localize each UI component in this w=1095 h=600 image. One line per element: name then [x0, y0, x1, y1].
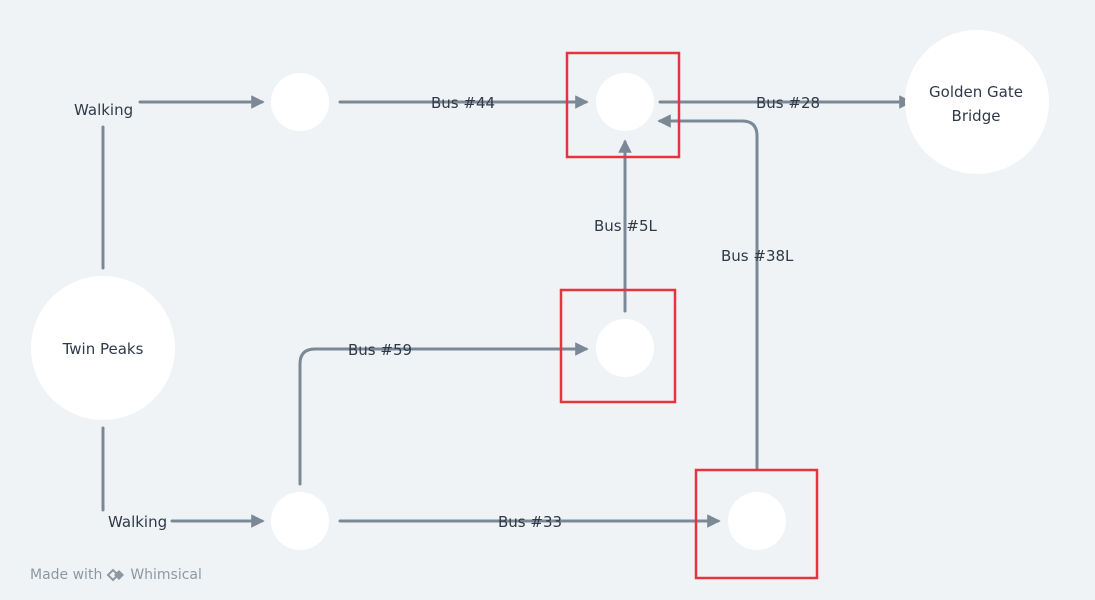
- whimsical-logo-icon: [106, 568, 125, 582]
- label-bus33: Bus #33: [498, 513, 562, 531]
- label-bus44: Bus #44: [431, 94, 495, 112]
- node-golden-gate-label-line1: Golden Gate: [929, 83, 1023, 101]
- node-stop-middle[interactable]: [596, 319, 654, 377]
- node-twin-peaks-label: Twin Peaks: [62, 340, 144, 358]
- node-golden-gate-bridge[interactable]: [905, 30, 1049, 174]
- highlight-box-bottom-right: [694, 468, 819, 580]
- edge-bus38l: [657, 114, 759, 470]
- watermark-brand: Whimsical: [130, 567, 202, 583]
- node-stop-top-left[interactable]: [271, 73, 329, 131]
- label-walking-top: Walking: [74, 101, 133, 119]
- node-stop-bottom-left[interactable]: [271, 492, 329, 550]
- node-twin-peaks[interactable]: [31, 276, 175, 420]
- node-stop-top-center[interactable]: [596, 73, 654, 131]
- node-golden-gate-label-line2: Bridge: [952, 107, 1001, 125]
- label-bus5l: Bus #5L: [594, 217, 657, 235]
- highlight-box-middle: [559, 288, 677, 404]
- label-bus28: Bus #28: [756, 94, 820, 112]
- label-walking-bottom: Walking: [108, 513, 167, 531]
- highlight-box-top-center: [565, 51, 681, 159]
- edge-bus59: [298, 342, 589, 486]
- label-bus59: Bus #59: [348, 341, 412, 359]
- label-bus38l: Bus #38L: [721, 247, 794, 265]
- node-stop-bottom-right[interactable]: [728, 492, 786, 550]
- watermark-prefix: Made with: [30, 567, 103, 583]
- watermark[interactable]: Made with Whimsical: [30, 567, 202, 583]
